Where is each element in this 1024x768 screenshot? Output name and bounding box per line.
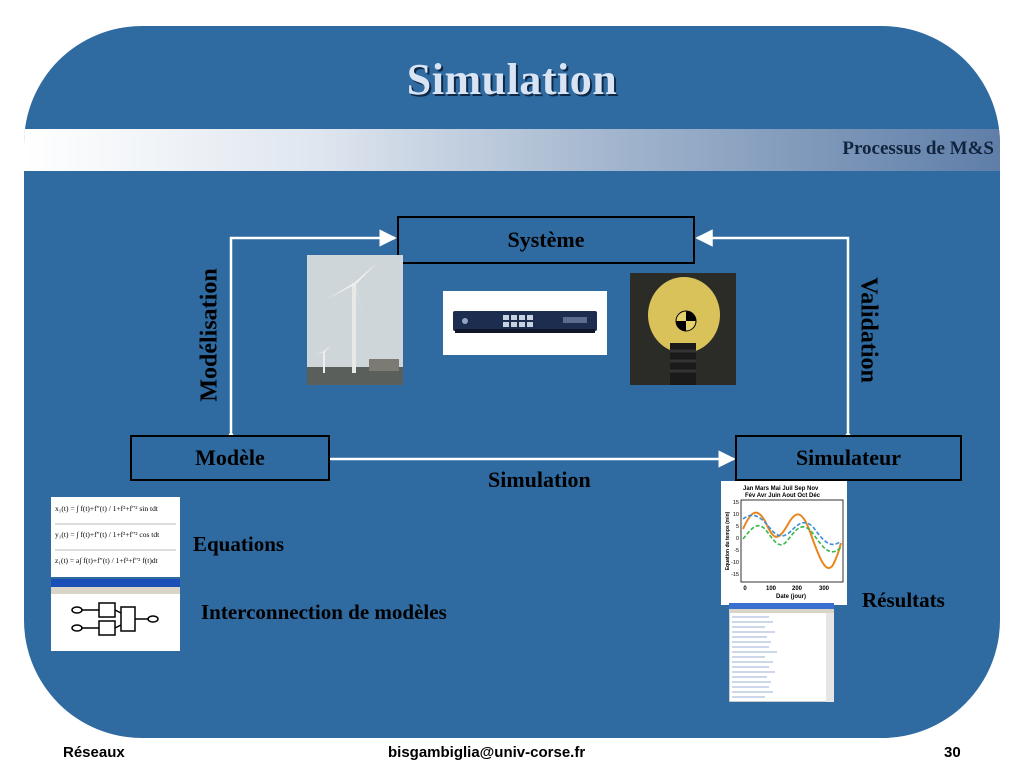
footer-email: bisgambiglia@univ-corse.fr [388, 744, 586, 761]
results-series-solid [742, 511, 842, 569]
results-ytick: -15 [731, 572, 739, 578]
svg-text:z₁(t) = a∫ f(t)+f″(t) / 1+f²+f: z₁(t) = a∫ f(t)+f″(t) / 1+f²+f″² f(t)dt [55, 556, 159, 565]
footer-page-number: 30 [944, 744, 961, 761]
results-ytick: 0 [736, 536, 739, 542]
results-months-top: Jan Mars Mai Juil Sep Nov [743, 486, 819, 492]
systeme-box: Système [397, 216, 695, 264]
slide-subtitle: Processus de M&S [842, 138, 994, 159]
validation-arrow [695, 229, 857, 448]
results-ytick: 5 [736, 524, 739, 530]
modelisation-arrow [222, 229, 397, 448]
resultats-label: Résultats [862, 588, 945, 612]
results-chart-image: Jan Mars Mai Juil Sep Nov Fév Avr Juin A… [721, 481, 847, 605]
simulateur-box: Simulateur [735, 435, 962, 481]
svg-text:y₁(t) = ∫ f(t)+f″(t) / 1+f²+f″: y₁(t) = ∫ f(t)+f″(t) / 1+f²+f″² cos tdt [55, 530, 160, 539]
results-window-image [729, 603, 834, 702]
slide-title: Simulation [406, 55, 618, 104]
results-ytick: 10 [733, 512, 739, 518]
crash-dummy-image [630, 273, 736, 385]
results-ytick: 15 [733, 500, 739, 506]
subtitle-band: Processus de M&S [24, 129, 1000, 171]
results-xlabel: Date (jour) [776, 594, 806, 600]
simulation-label: Simulation [488, 467, 591, 492]
interconnection-image [51, 579, 180, 651]
results-months-bottom: Fév Avr Juin Aout Oct Déc [745, 493, 821, 499]
results-xtick: 200 [792, 586, 803, 592]
footer-left: Réseaux [63, 744, 125, 761]
results-ytick: -5 [734, 548, 739, 554]
interconnection-label: Interconnection de modèles [201, 600, 447, 624]
validation-label: Validation [855, 277, 882, 383]
equations-image: x₁(t) = ∫ f(t)+f″(t) / 1+f²+f″² sin tdt … [51, 497, 180, 577]
results-series-blue [742, 514, 842, 546]
svg-text:x₁(t) = ∫ f(t)+f″(t) / 1+f²+f″: x₁(t) = ∫ f(t)+f″(t) / 1+f²+f″² sin tdt [55, 504, 159, 513]
results-ylabel: Equation du temps (min) [725, 511, 731, 570]
wind-turbine-image [307, 255, 403, 385]
results-ytick: -10 [731, 560, 739, 566]
modele-box: Modèle [130, 435, 330, 481]
network-switch-image [443, 291, 607, 355]
results-xtick: 0 [743, 586, 747, 592]
equations-label: Equations [193, 532, 285, 556]
results-series-green [742, 524, 842, 553]
modelisation-label: Modélisation [196, 268, 223, 402]
results-xtick: 100 [766, 586, 777, 592]
results-xtick: 300 [819, 586, 830, 592]
